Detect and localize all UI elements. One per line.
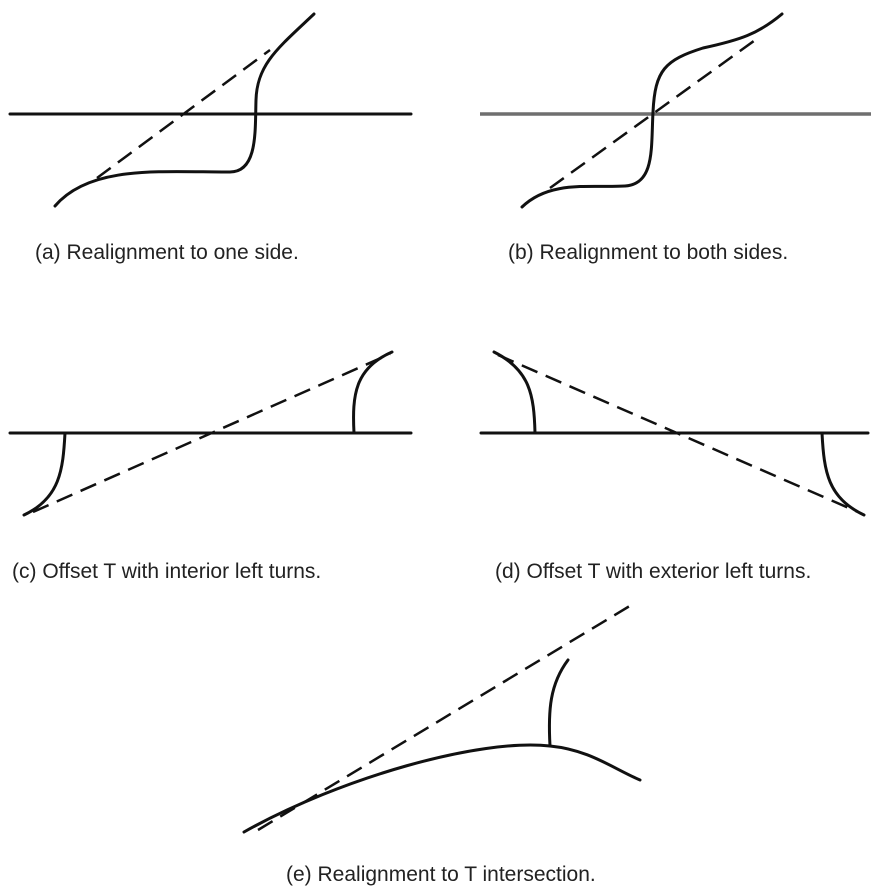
panel-d-original-alignment-dashed: [497, 353, 859, 514]
panel-e-original-alignment-dashed: [257, 602, 634, 832]
caption-d: (d) Offset T with exterior left turns.: [495, 560, 812, 583]
panel-a-original-alignment-dashed: [96, 48, 271, 180]
panel-c-original-alignment-dashed: [32, 352, 391, 514]
panel-d: [479, 350, 870, 517]
panel-c: [8, 350, 413, 517]
panel-a: [8, 12, 413, 208]
panel-e: [242, 602, 642, 834]
panel-b-original-alignment-dashed: [549, 36, 759, 190]
panel-c-offset-leg-upper: [352, 350, 394, 435]
panel-b: [480, 12, 871, 209]
caption-c: (c) Offset T with interior left turns.: [12, 560, 322, 583]
panel-a-realigned-minor-road: [53, 12, 316, 208]
caption-a: (a) Realignment to one side.: [35, 241, 299, 264]
caption-b: (b) Realignment to both sides.: [508, 241, 789, 264]
caption-e: (e) Realignment to T intersection.: [286, 863, 596, 886]
panel-b-realigned-minor-road: [520, 12, 784, 209]
panel-e-curved-main-road: [242, 743, 642, 834]
panel-e-t-leg: [547, 658, 570, 748]
panel-c-offset-leg-lower: [22, 431, 67, 517]
panel-d-offset-leg-lower: [820, 431, 866, 517]
panel-d-offset-leg-upper: [492, 350, 537, 435]
